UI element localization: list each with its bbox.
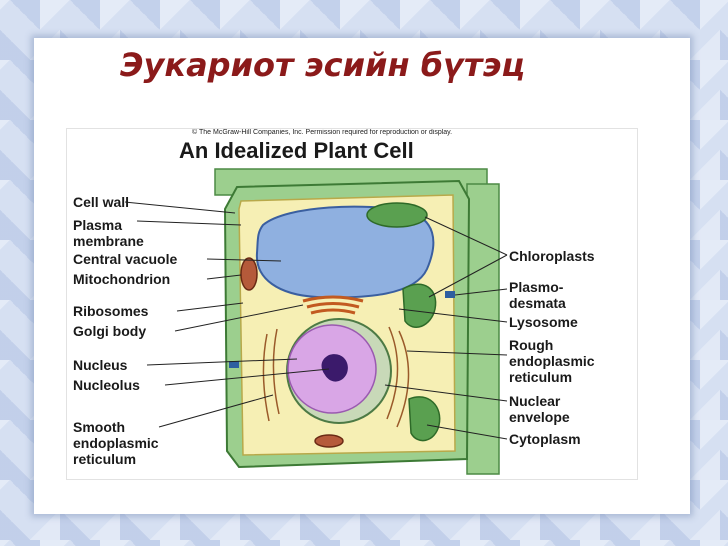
label-nuclear-envelope: Nuclear envelope [509,393,570,425]
label-plasma-membrane: Plasma membrane [73,217,144,249]
label-ribosomes: Ribosomes [73,303,149,319]
chloroplast-bottom-shape [408,396,441,442]
label-cell-wall: Cell wall [73,194,130,210]
slide-title: Эукариот эсийн бүтэц [120,46,526,84]
figure-copyright: © The McGraw-Hill Companies, Inc. Permis… [192,129,453,136]
label-rough-er: Rough endoplasmic reticulum [509,337,595,385]
label-central-vacuole: Central vacuole [73,251,178,267]
label-nucleolus: Nucleolus [73,377,140,393]
plasmodesmata-left-shape [229,361,239,368]
label-nucleus: Nucleus [73,357,128,373]
chloroplast-right-shape [402,283,437,328]
plasmodesmata-right-shape [445,291,455,298]
nucleolus-shape [321,354,348,382]
golgi-body-shape [302,295,364,315]
right-leader-lines [384,216,508,440]
plant-cell-figure: © The McGraw-Hill Companies, Inc. Permis… [66,128,638,480]
plant-cell-diagram [124,168,508,475]
label-smooth-er: Smooth endoplasmic reticulum [73,419,159,467]
label-cytoplasm: Cytoplasm [509,431,581,447]
label-mitochondrion: Mitochondrion [73,271,171,287]
label-chloroplasts: Chloroplasts [509,248,595,264]
figure-title: An Idealized Plant Cell [179,138,414,163]
mitochondrion-left-shape [240,257,258,291]
label-plasmodesmata: Plasmo- desmata [509,279,566,311]
label-golgi-body: Golgi body [73,323,147,339]
mitochondrion-bottom-shape [314,434,344,448]
chloroplast-top-shape [366,202,428,228]
cell-wall-right-shape [466,183,500,475]
label-lysosome: Lysosome [509,314,578,330]
left-leader-lines [124,201,330,428]
